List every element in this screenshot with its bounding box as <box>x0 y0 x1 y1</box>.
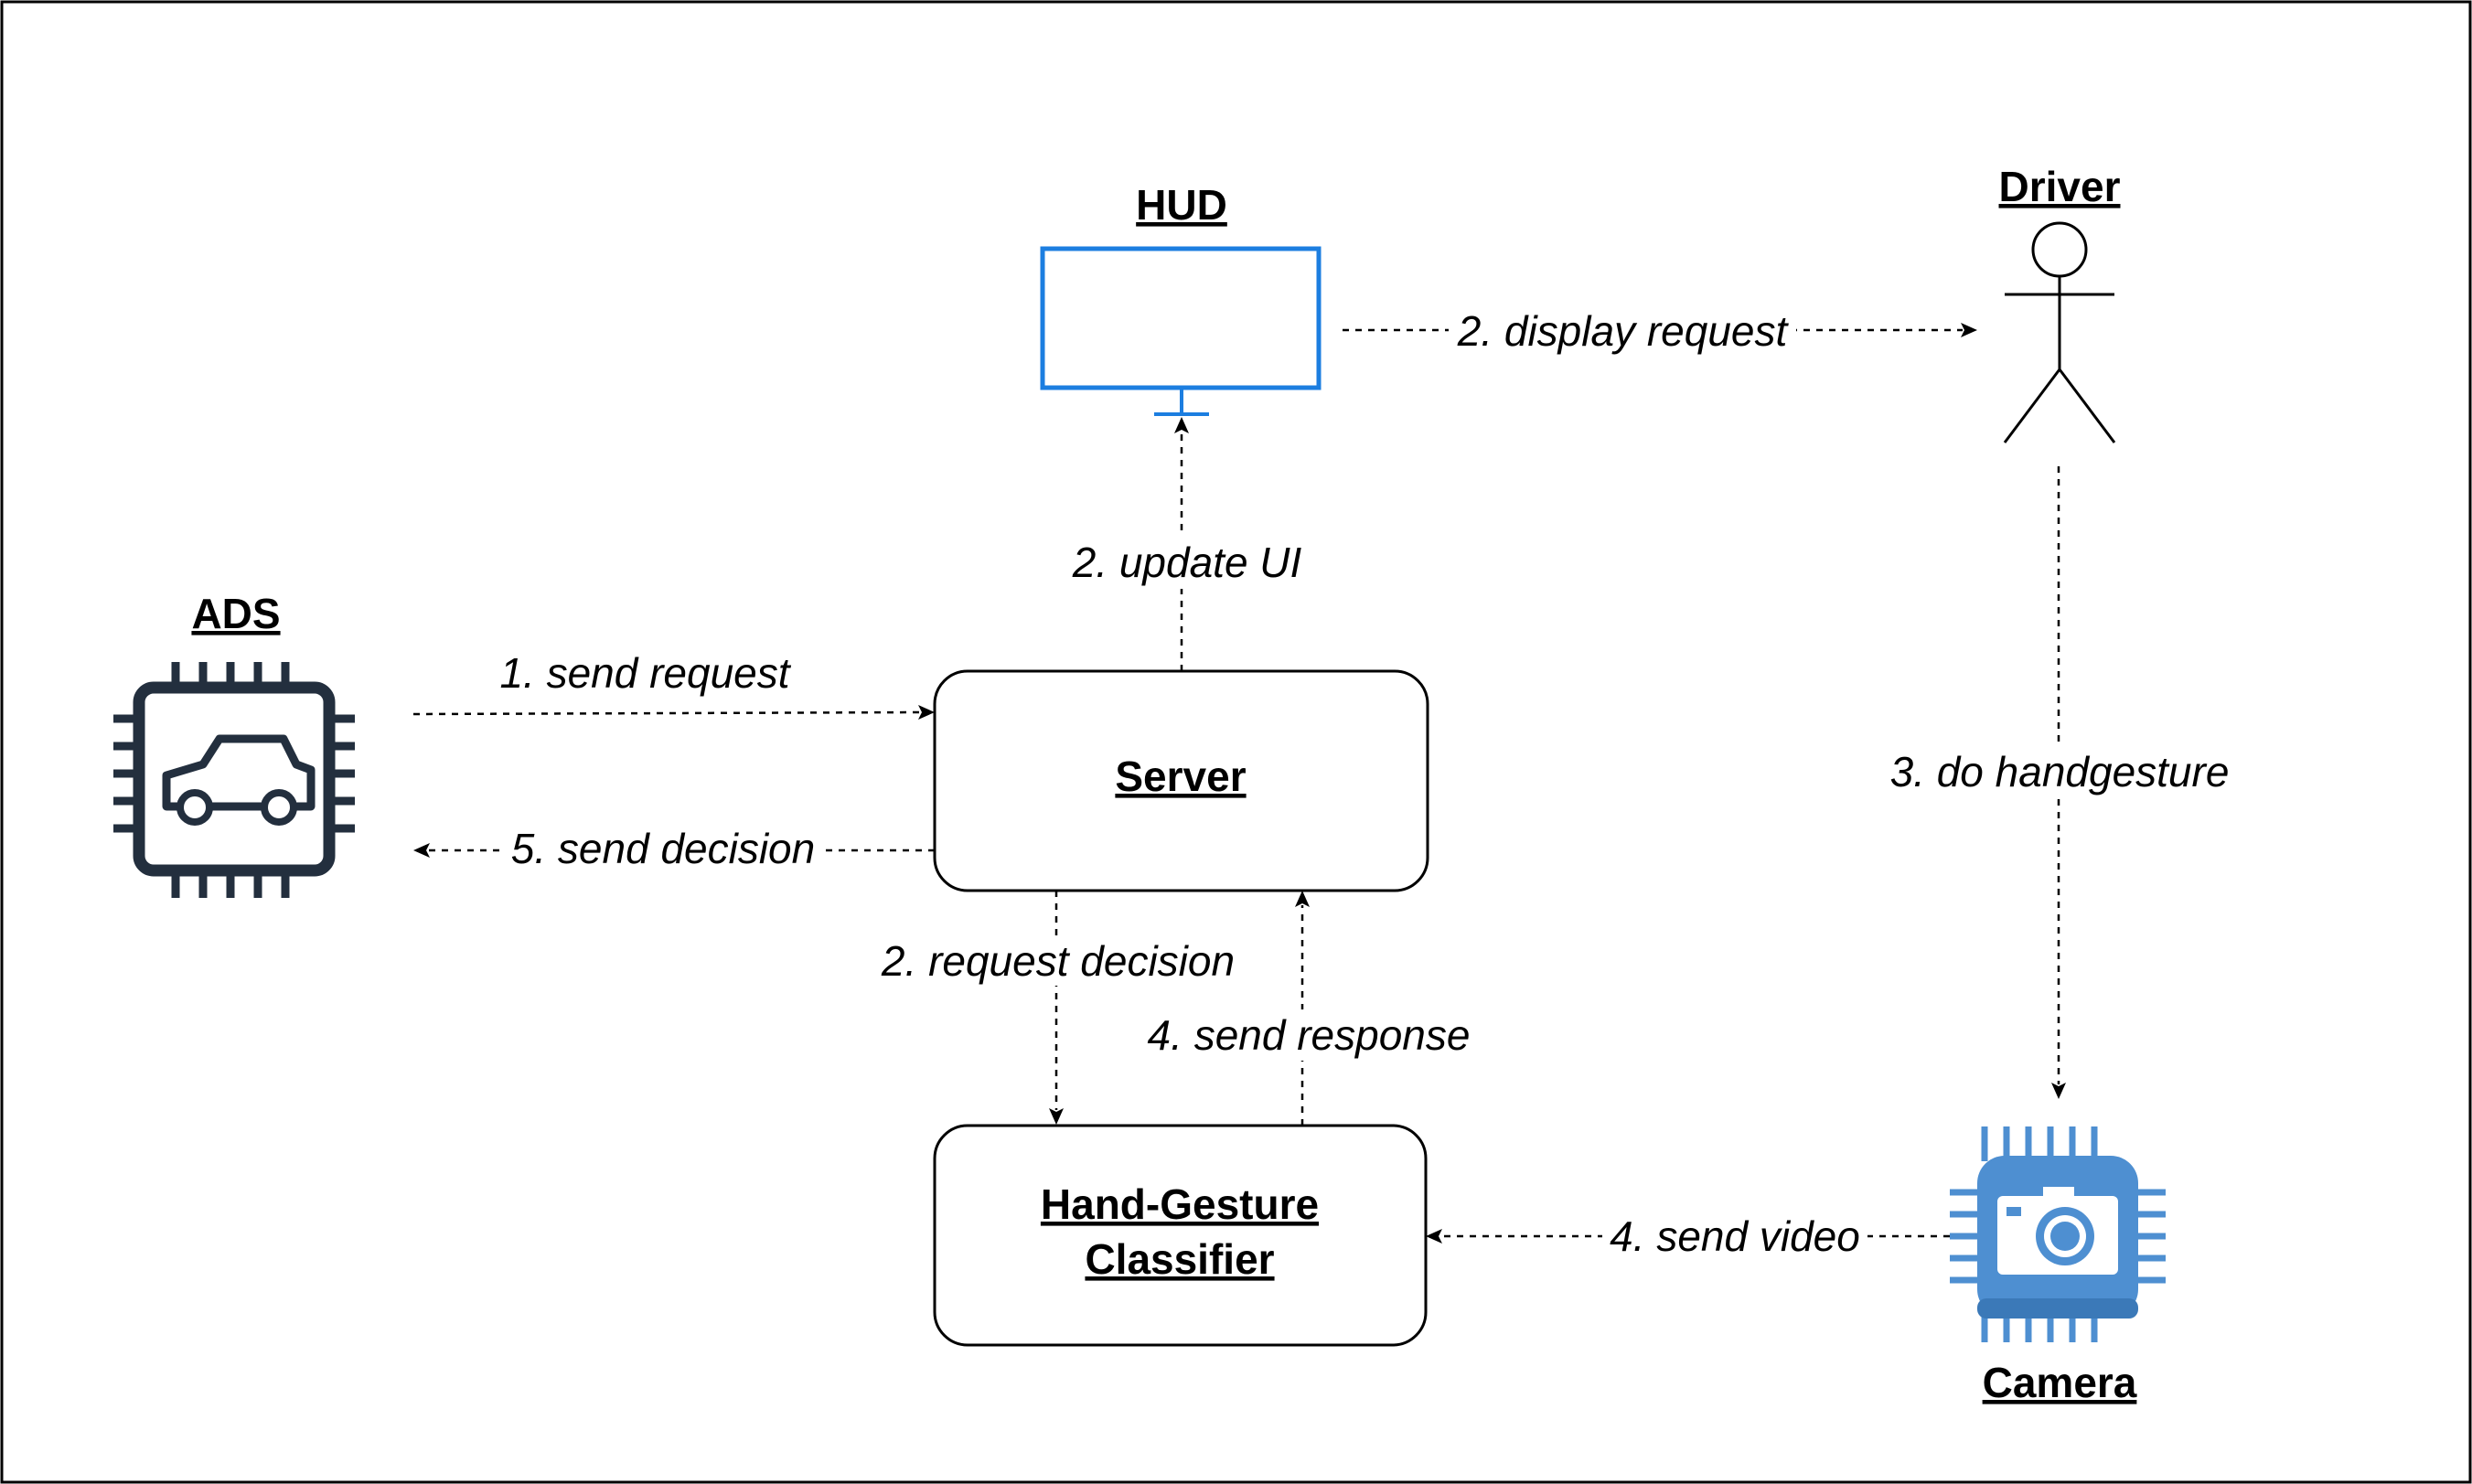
edge-do-handgesture: 3. do handgesture <box>1877 466 2242 1099</box>
classifier-title-line1: Hand-Gesture <box>1041 1180 1319 1228</box>
edge-label-update-ui: 2. update UI <box>1072 539 1302 586</box>
edge-label-do-handgesture: 3. do handgesture <box>1890 748 2230 795</box>
edge-display-request: 2. display request <box>1343 305 1977 357</box>
classifier-title-line2: Classifier <box>1085 1235 1274 1283</box>
edge-send-video: 4. send video <box>1426 1211 1950 1262</box>
driver-node[interactable]: Driver <box>1999 163 2121 443</box>
camera-chip-icon <box>1950 1126 2166 1342</box>
hud-box <box>1040 246 1322 390</box>
edge-label-send-video: 4. send video <box>1610 1212 1860 1260</box>
edge-update-ui: 2. update UI <box>1061 417 1313 671</box>
edge-label-display-request: 2. display request <box>1457 307 1790 355</box>
server-title: Server <box>1115 753 1246 800</box>
server-node[interactable]: Server <box>933 669 1429 892</box>
driver-actor-icon <box>2003 221 2116 443</box>
hud-title: HUD <box>1136 181 1227 229</box>
car-chip-icon <box>113 662 355 898</box>
hud-node[interactable]: HUD <box>1040 181 1322 416</box>
edge-send-decision: 5. send decision <box>413 823 935 872</box>
edge-label-request-decision: 2. request decision <box>881 937 1235 985</box>
edge-label-send-response: 4. send response <box>1148 1011 1471 1059</box>
ads-node[interactable]: ADS <box>113 590 355 898</box>
driver-title: Driver <box>1999 163 2121 210</box>
edge-send-request: 1. send request <box>412 649 935 720</box>
classifier-box <box>933 1124 1428 1347</box>
camera-node[interactable]: Camera <box>1950 1126 2166 1406</box>
ads-title: ADS <box>191 590 280 637</box>
classifier-node[interactable]: Hand-Gesture Classifier <box>933 1124 1428 1347</box>
edge-label-send-request: 1. send request <box>499 649 791 697</box>
edge-label-send-decision: 5. send decision <box>511 825 815 872</box>
edge-request-decision: 2. request decision <box>871 891 1246 1125</box>
camera-title: Camera <box>1983 1359 2137 1406</box>
edge-send-response: 4. send response <box>1138 891 1480 1126</box>
